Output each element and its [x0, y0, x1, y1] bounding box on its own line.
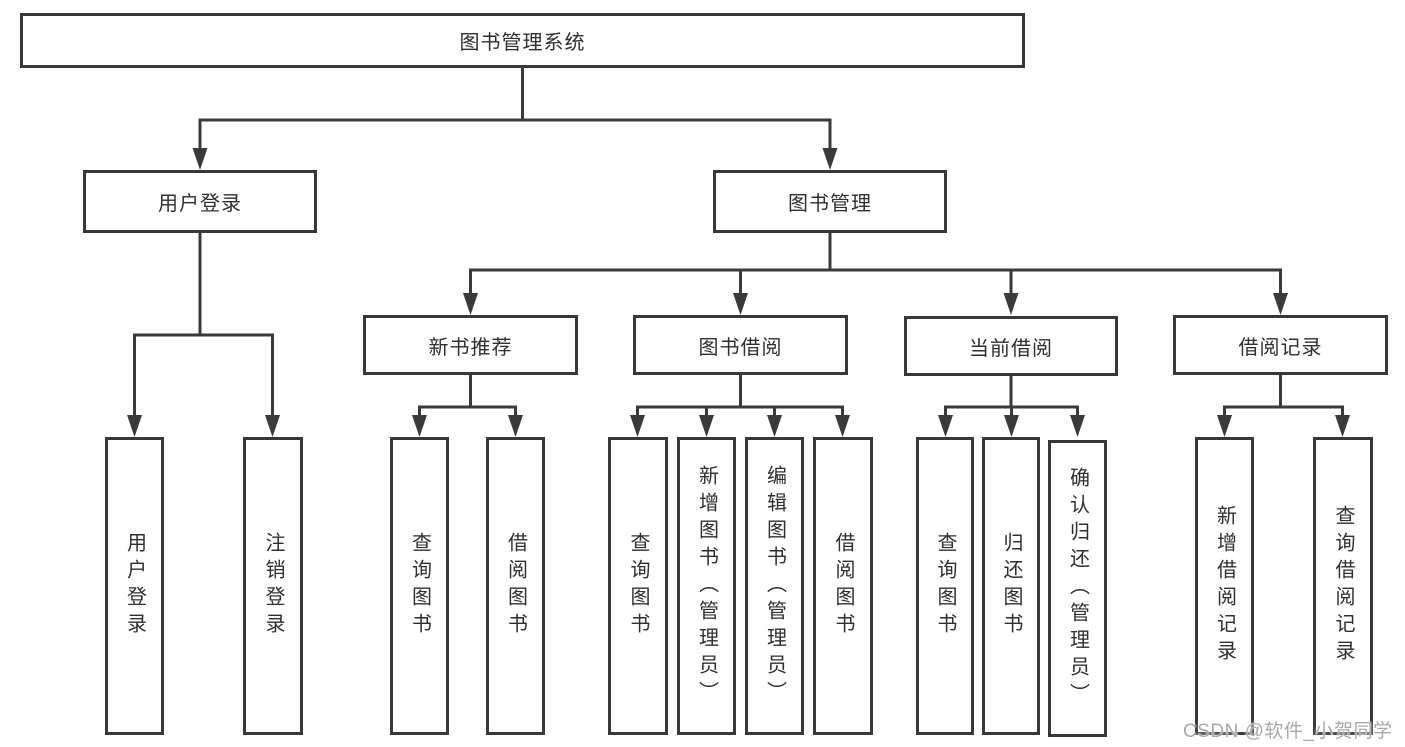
node-current-borrow: 当前借阅 [904, 316, 1118, 376]
leaf-label: 归还图书 [1000, 532, 1022, 640]
leaf-borrow-book-1: 借阅图书 [486, 437, 545, 735]
node-label: 当前借阅 [969, 337, 1053, 360]
leaf-logout: 注销登录 [243, 437, 303, 735]
leaf-label: 用户登录 [123, 532, 146, 640]
connector-newbook-to-leaves [412, 375, 523, 437]
connector-bookmgmt-to-level3 [463, 233, 1288, 315]
leaf-edit-book-admin: 编辑图书（管理员） [745, 437, 804, 735]
node-root-system: 图书管理系统 [20, 13, 1025, 68]
leaf-query-book-1: 查询图书 [390, 437, 449, 735]
leaf-query-book-3: 查询图书 [916, 437, 974, 735]
node-new-book-recommend: 新书推荐 [363, 315, 578, 375]
leaf-label: 查询借阅记录 [1332, 505, 1354, 667]
connector-currentborrow-to-leaves [938, 376, 1085, 437]
csdn-watermark: CSDN @软件_小贺同学 [1183, 721, 1393, 742]
connector-userlogin-to-leaves [127, 233, 280, 437]
node-book-borrow: 图书借阅 [633, 315, 848, 375]
leaf-label: 借阅图书 [504, 532, 527, 640]
leaf-add-book-admin: 新增图书（管理员） [677, 437, 736, 735]
node-user-login: 用户登录 [83, 170, 317, 233]
leaf-query-borrow-record: 查询借阅记录 [1313, 437, 1373, 735]
connector-bookborrow-to-leaves [630, 375, 850, 437]
leaf-user-login: 用户登录 [105, 437, 164, 735]
leaf-confirm-return-admin: 确认归还（管理员） [1048, 440, 1107, 737]
node-label: 图书管理系统 [459, 32, 586, 54]
connector-records-to-leaves [1217, 375, 1350, 437]
leaf-return-book: 归还图书 [982, 437, 1040, 735]
leaf-label: 查询图书 [627, 532, 649, 640]
leaf-label: 编辑图书（管理员） [763, 464, 786, 708]
node-borrow-records: 借阅记录 [1173, 315, 1388, 375]
leaf-label: 注销登录 [262, 532, 284, 640]
leaf-borrow-book-2: 借阅图书 [813, 437, 873, 735]
leaf-add-borrow-record: 新增借阅记录 [1195, 437, 1254, 735]
leaf-label: 借阅图书 [832, 532, 854, 640]
node-label: 图书管理 [788, 193, 872, 215]
node-label: 借阅记录 [1238, 336, 1323, 359]
leaf-label: 新增图书（管理员） [695, 464, 718, 708]
node-book-management: 图书管理 [713, 170, 947, 233]
leaf-label: 确认归还（管理员） [1066, 467, 1089, 710]
node-label: 新书推荐 [428, 336, 513, 359]
leaf-label: 查询图书 [408, 532, 431, 640]
leaf-label: 查询图书 [934, 532, 956, 640]
node-label: 用户登录 [158, 193, 242, 215]
node-label: 图书借阅 [698, 336, 783, 359]
leaf-query-book-2: 查询图书 [608, 437, 668, 735]
connector-root-to-level2 [192, 68, 838, 170]
leaf-label: 新增借阅记录 [1213, 505, 1236, 667]
